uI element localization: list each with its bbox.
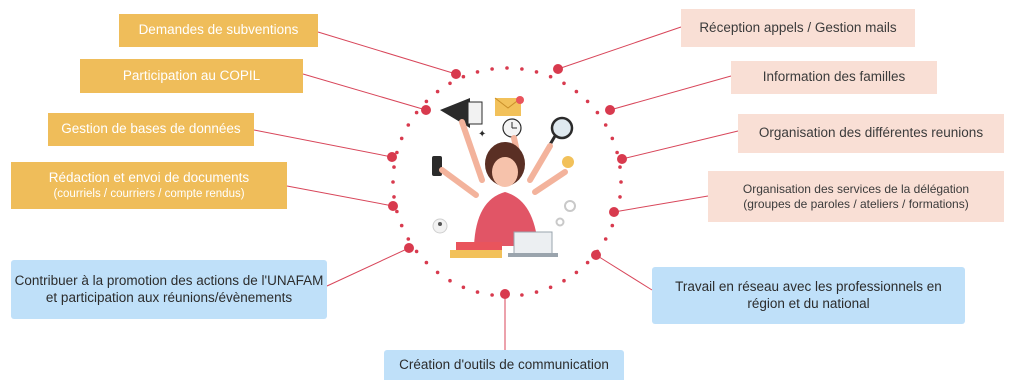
circle-dot — [461, 285, 466, 290]
task-label: Gestion de bases de données — [61, 121, 241, 137]
circle-dot — [534, 70, 539, 74]
circle-dot — [548, 285, 553, 290]
task-label-line2: région et du national — [747, 295, 870, 311]
task-label: Organisation des différentes reunions — [758, 125, 984, 141]
circle-dot — [414, 249, 419, 254]
task-label: Création d'outils de communication — [399, 356, 609, 372]
task-label-line1: Travail en réseau avec les professionnel… — [675, 278, 942, 294]
circle-dot — [448, 278, 452, 283]
task-label: Participation au COPIL — [122, 67, 261, 83]
circle-dot — [585, 260, 590, 265]
circle-dot — [610, 223, 615, 228]
circle-dot — [399, 223, 404, 228]
circle-dot — [615, 150, 619, 155]
circle-dot — [395, 209, 399, 214]
dotted-circle — [391, 66, 623, 298]
circle-dot — [619, 180, 623, 184]
task-label: Réception appels / Gestion mails — [699, 19, 897, 35]
circle-dot — [574, 270, 579, 275]
circle-dot — [534, 290, 539, 294]
circle-dot — [424, 260, 429, 265]
task-detail: (groupes de paroles / ateliers / formati… — [743, 196, 969, 211]
task-label-line2: et participation aux réunions/évènements — [45, 289, 293, 305]
task-box-calls-mails: Réception appels / Gestion mails — [681, 9, 915, 47]
task-box-communication-tools: Création d'outils de communication — [384, 350, 624, 380]
circle-dot — [406, 123, 411, 127]
circle-dot — [520, 293, 524, 297]
svg-text:✦: ✦ — [478, 129, 486, 140]
circle-dot — [399, 136, 404, 141]
circle-dot — [574, 89, 579, 94]
task-label: Demandes de subventions — [138, 22, 299, 38]
circle-dot — [391, 180, 395, 184]
task-label: Information des familles — [762, 69, 906, 85]
circle-dot — [392, 165, 396, 169]
task-label: Organisation des services de la délégati… — [742, 181, 970, 196]
task-box-documents: Rédaction et envoi de documents (courrie… — [11, 162, 287, 209]
task-label-line1: Contribuer à la promotion des actions de… — [14, 272, 324, 288]
circle-dot — [603, 237, 608, 241]
anchor-dots — [387, 64, 627, 299]
task-label: Rédaction et envoi de documents — [48, 169, 250, 185]
task-box-meetings: Organisation des différentes reunions — [738, 114, 1004, 153]
circle-dot — [562, 81, 566, 86]
circle-dot — [435, 270, 440, 275]
circle-dot — [603, 123, 608, 127]
task-detail: (courriels / courriers / compte rendus) — [53, 187, 245, 200]
circle-dot — [562, 278, 566, 283]
task-box-copil: Participation au COPIL — [80, 59, 303, 93]
task-box-delegation-services: Organisation des services de la délégati… — [708, 171, 1004, 222]
task-box-databases: Gestion de bases de données — [48, 113, 254, 146]
circle-dot — [435, 89, 440, 94]
circle-dot — [618, 165, 622, 169]
circle-dot — [475, 70, 480, 74]
circle-dot — [395, 150, 399, 155]
multitasking-woman-illustration: ✦ — [432, 96, 576, 258]
circle-dot — [595, 110, 600, 115]
task-box-networking: Travail en réseau avec les professionnel… — [652, 267, 965, 324]
circle-dot — [392, 195, 396, 199]
circle-dot — [490, 293, 494, 297]
circle-dot — [475, 290, 480, 294]
task-box-promotion: Contribuer à la promotion des actions de… — [11, 260, 327, 319]
circle-dot — [618, 195, 622, 199]
circle-dot — [505, 66, 509, 70]
circle-dot — [461, 74, 466, 79]
circle-dot — [414, 110, 419, 115]
circle-dot — [490, 67, 494, 71]
circle-dot — [548, 74, 553, 79]
circle-dot — [448, 81, 452, 86]
connector-lines — [253, 26, 739, 350]
task-box-subsidies: Demandes de subventions — [119, 14, 318, 47]
circle-dot — [424, 99, 429, 104]
task-box-family-info: Information des familles — [731, 61, 937, 94]
circle-dot — [610, 136, 615, 141]
circle-dot — [585, 99, 590, 104]
circle-dot — [520, 67, 524, 71]
circle-dot — [406, 237, 411, 241]
